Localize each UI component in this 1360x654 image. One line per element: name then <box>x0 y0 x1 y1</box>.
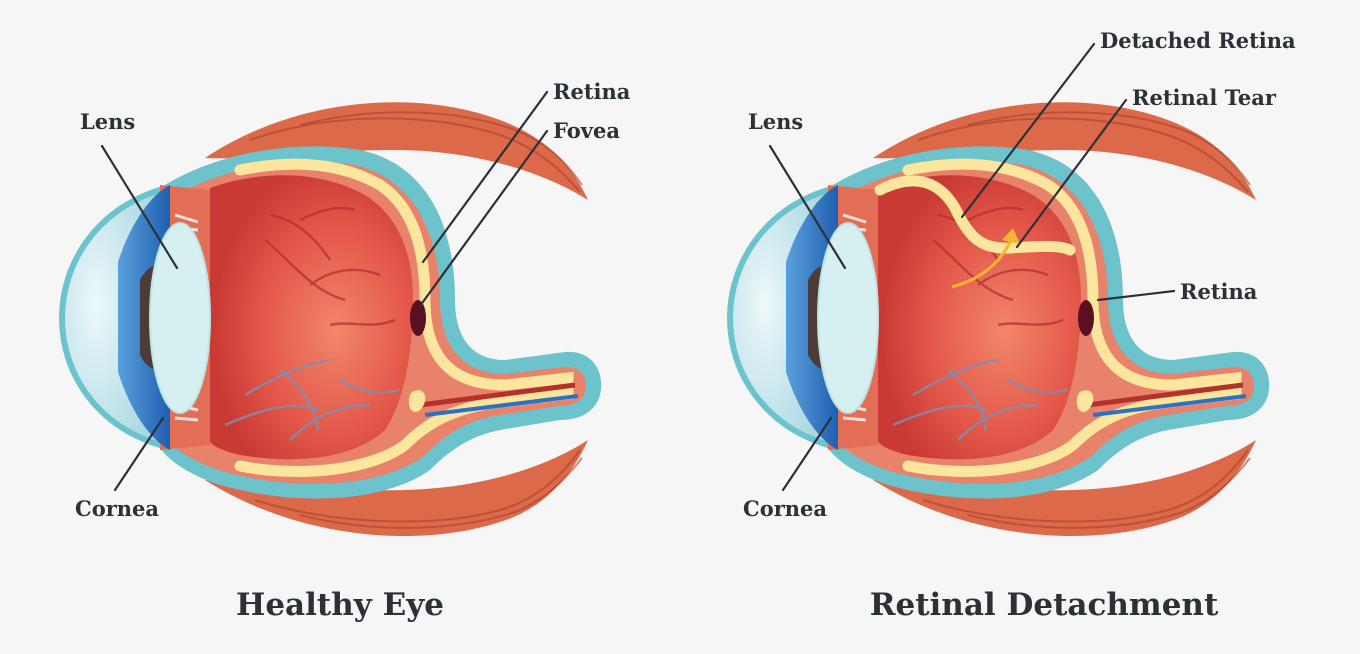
detached-retina-leader <box>960 42 1096 219</box>
label-retina-2: Retina <box>1180 279 1258 304</box>
fovea-spot <box>410 300 426 336</box>
label-lens-1: Lens <box>80 109 135 134</box>
caption-healthy-eye: Healthy Eye <box>236 587 444 623</box>
label-fovea-1: Fovea <box>553 118 620 143</box>
retina-leader-2 <box>1096 289 1176 302</box>
retina-leader-1 <box>421 90 549 264</box>
label-retinal-tear: Retinal Tear <box>1132 85 1277 110</box>
detached-eye-illustration <box>730 102 1269 536</box>
lens-leader-1 <box>100 144 179 270</box>
caption-retinal-detachment: Retinal Detachment <box>870 587 1219 623</box>
label-detached-retina: Detached Retina <box>1100 28 1296 53</box>
label-retina-1: Retina <box>553 79 631 104</box>
healthy-eye-illustration <box>62 102 601 536</box>
label-cornea-2: Cornea <box>743 496 827 521</box>
detached-retina-flap <box>874 175 1076 256</box>
cornea-leader-2 <box>781 416 833 492</box>
cornea-leader-1 <box>113 416 165 492</box>
label-lens-2: Lens <box>748 109 803 134</box>
label-cornea-1: Cornea <box>75 496 159 521</box>
fovea-spot-2 <box>1078 300 1094 336</box>
retinal-tear-arrowhead <box>1002 228 1020 244</box>
retinal-tear-leader <box>1015 98 1128 249</box>
retinal-tear-arrow <box>951 237 1014 289</box>
lens-leader-2 <box>768 144 847 270</box>
fovea-leader-1 <box>418 129 549 308</box>
